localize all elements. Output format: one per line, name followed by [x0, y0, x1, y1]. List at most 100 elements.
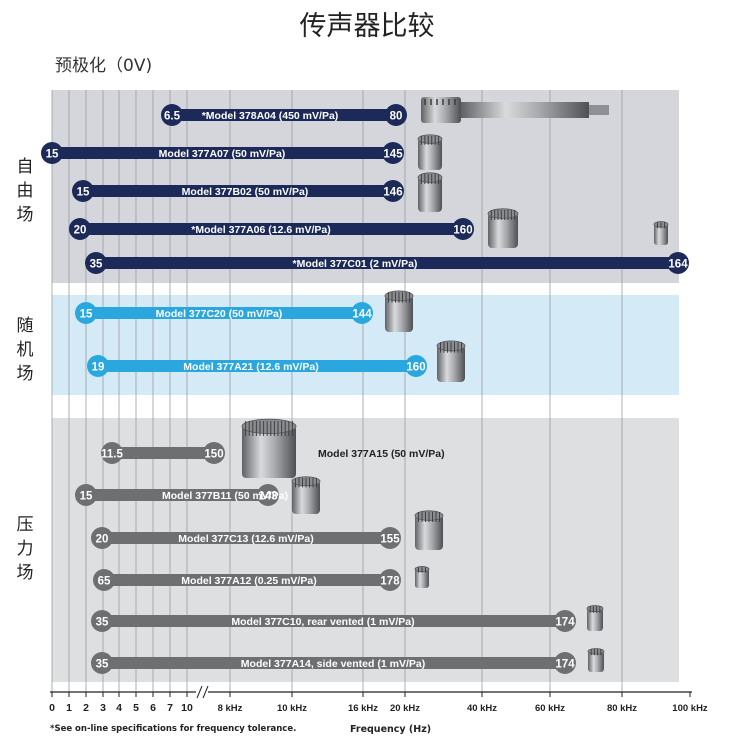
range-low-value: 35	[96, 617, 109, 629]
microphone-image	[461, 102, 589, 118]
range-bar	[52, 147, 393, 159]
model-label: Model 377C13 (12.6 mV/Pa)	[178, 533, 313, 545]
range-bar-end-cap	[385, 104, 407, 126]
range-bar-end-cap	[351, 302, 373, 324]
page-title: 传声器比较	[299, 11, 435, 42]
range-low-value: 15	[77, 187, 90, 199]
range-bar	[96, 257, 678, 269]
range-bar-end-cap	[405, 355, 427, 377]
microphone-image	[415, 514, 443, 550]
section-background-pressure	[52, 418, 679, 682]
microphone-image	[488, 212, 518, 248]
range-high-value: 160	[453, 225, 472, 237]
range-bar-end-cap	[667, 252, 689, 274]
x-tick-label: 10 kHz	[277, 703, 307, 714]
microphone-image	[654, 223, 668, 245]
x-axis-label: Frequency (Hz)	[350, 724, 432, 735]
section-label-pressure: 压 力 场	[16, 515, 34, 583]
range-low-value: 20	[96, 534, 109, 546]
range-high-value: 146	[383, 187, 402, 199]
range-bar	[104, 574, 390, 586]
microphone-image	[418, 138, 442, 170]
model-label: Model 377A14, side vented (1 mV/Pa)	[241, 658, 425, 670]
range-bar-end-cap	[203, 442, 225, 464]
range-low-value: 65	[98, 576, 111, 588]
microphone-image	[589, 105, 609, 115]
x-tick-label: 1	[66, 702, 72, 714]
x-tick-label: 0	[49, 702, 55, 714]
range-bar-end-cap	[379, 569, 401, 591]
microphone-image	[588, 650, 604, 672]
range-bar	[80, 223, 463, 235]
range-high-value: 174	[555, 617, 575, 629]
range-high-value: 144	[352, 309, 372, 321]
range-low-value: 35	[96, 659, 109, 671]
model-label: Model 377C10, rear vented (1 mV/Pa)	[231, 616, 414, 628]
range-bar-start-cap	[75, 302, 97, 324]
microphone-image	[242, 425, 296, 478]
range-low-value: 15	[46, 149, 59, 161]
range-high-value: 145	[383, 149, 403, 161]
section-label-random: 随 机 场	[16, 316, 34, 384]
range-high-value: 143	[258, 491, 277, 503]
model-label: *Model 378A04 (450 mV/Pa)	[202, 110, 339, 122]
range-bar-start-cap	[161, 104, 183, 126]
x-tick-label: 60 kHz	[535, 703, 565, 714]
range-high-value: 174	[555, 659, 575, 671]
x-tick-label: 100 kHz	[672, 703, 708, 714]
range-bar-end-cap	[452, 218, 474, 240]
x-tick-label: 20 kHz	[390, 703, 420, 714]
range-bar	[172, 109, 396, 121]
range-bar-start-cap	[91, 610, 113, 632]
model-label: Model 377A21 (12.6 mV/Pa)	[183, 361, 318, 373]
range-bar-start-cap	[101, 442, 123, 464]
range-high-value: 178	[380, 576, 400, 588]
x-tick-label: 40 kHz	[467, 703, 497, 714]
x-tick-label: 16 kHz	[348, 703, 378, 714]
model-label: *Model 377A06 (12.6 mV/Pa)	[191, 224, 330, 236]
range-low-value: 20	[74, 225, 87, 237]
microphone-image	[437, 345, 465, 382]
range-bar	[102, 657, 565, 669]
microphone-top	[417, 172, 443, 183]
x-tick-label: 80 kHz	[607, 703, 637, 714]
model-label: *Model 377C01 (2 mV/Pa)	[293, 258, 418, 270]
range-low-value: 15	[80, 491, 93, 503]
range-bar-start-cap	[41, 142, 63, 164]
microphone-top	[587, 648, 605, 655]
range-high-value: 155	[380, 534, 400, 546]
microphone-top	[241, 418, 297, 434]
x-tick-label: 8 kHz	[218, 703, 243, 714]
model-label: Model 377A07 (50 mV/Pa)	[159, 148, 286, 160]
range-bar	[112, 447, 214, 459]
microphone-image	[418, 176, 442, 212]
range-high-value: 150	[204, 449, 223, 461]
microphone-image	[385, 295, 413, 332]
x-tick-label: 2	[83, 702, 89, 714]
x-tick-label: 3	[100, 702, 106, 714]
range-bar-start-cap	[87, 355, 109, 377]
x-tick-label: 5	[133, 702, 139, 714]
footnote: *See on-line specifications for frequenc…	[50, 724, 297, 734]
range-bar-start-cap	[69, 218, 91, 240]
microphone-top	[417, 134, 443, 144]
microphone-top	[586, 605, 604, 613]
range-high-value: 164	[668, 259, 688, 271]
range-bar-end-cap	[382, 142, 404, 164]
range-bar-end-cap	[554, 652, 576, 674]
x-tick-label: 7	[167, 702, 173, 714]
model-label: Model 377A15 (50 mV/Pa)	[318, 448, 445, 460]
range-bar	[86, 489, 268, 501]
range-bar-start-cap	[93, 569, 115, 591]
range-bar-end-cap	[554, 610, 576, 632]
range-low-value: 19	[92, 362, 105, 374]
range-bar-start-cap	[72, 180, 94, 202]
x-tick-label: 6	[150, 702, 156, 714]
model-label: Model 377C20 (50 mV/Pa)	[156, 308, 283, 320]
range-bar-end-cap	[379, 527, 401, 549]
range-bar-end-cap	[382, 180, 404, 202]
x-tick-label: 4	[116, 702, 122, 714]
section-label-free: 自由 场	[16, 157, 34, 225]
range-bar	[102, 532, 390, 544]
